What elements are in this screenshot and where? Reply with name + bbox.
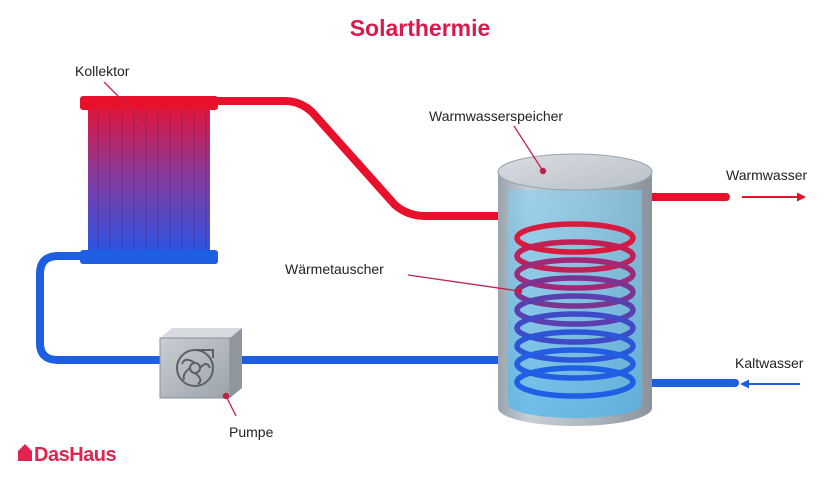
hot-water-tank [497, 153, 653, 426]
brand-logo: DasHaus [18, 444, 117, 466]
hot-pipe [214, 97, 730, 220]
label-cold-water: Kaltwasser [735, 355, 804, 371]
label-pump: Pumpe [229, 424, 274, 440]
collector-bottom-header [80, 250, 218, 264]
brand-name: DasHaus [34, 444, 116, 466]
leader-heat-exchanger [407, 274, 520, 292]
leader-storage [513, 125, 544, 172]
hot-water-outlet-arrow [742, 192, 806, 202]
diagram-title: Solarthermie [350, 15, 491, 41]
solar-collector [80, 96, 218, 264]
collector-top-header [80, 96, 218, 110]
leader-lines [103, 81, 547, 417]
pump-icon [176, 349, 214, 387]
house-icon [18, 444, 32, 461]
label-storage: Warmwasserspeicher [429, 108, 563, 124]
label-heat-exchanger: Wärmetauscher [285, 261, 384, 277]
label-collector: Kollektor [75, 63, 130, 79]
leader-pump [225, 395, 237, 417]
leader-collector [103, 81, 144, 122]
cold-water-inlet-arrow [740, 379, 800, 389]
pump [159, 328, 242, 399]
collector-panel [88, 108, 210, 252]
label-hot-water: Warmwasser [726, 167, 807, 183]
tank-lid [497, 153, 653, 191]
cold-pipe [36, 252, 739, 387]
collector-tubes [97, 110, 207, 250]
